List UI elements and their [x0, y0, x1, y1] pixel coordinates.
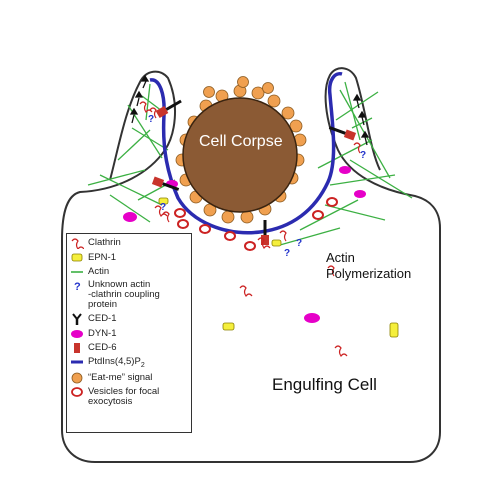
ced-complexes: [151, 99, 357, 245]
legend-label: Clathrin: [88, 237, 121, 248]
corpse-body: [182, 97, 298, 213]
legend-label: DYN-1: [88, 328, 117, 339]
legend-label-sub: 2: [140, 361, 145, 369]
dyn1-proteins: [123, 166, 366, 323]
vesicles: [174, 197, 338, 251]
legend-label-line3: protein: [88, 299, 118, 310]
ced6-icon: [74, 343, 80, 353]
epn1-icon: [71, 253, 83, 262]
corpse-rim-dots: [203, 76, 274, 98]
legend-label: EPN-1: [88, 252, 116, 263]
svg-text:?: ?: [74, 281, 81, 291]
legend: Clathrin EPN-1 Actin ? Unknown actin -cl…: [66, 233, 192, 433]
legend-label: PtdIns(4,5)P2: [88, 357, 188, 371]
engulfing-cell-label: Engulfing Cell: [272, 375, 377, 394]
clathrin-marks: [139, 101, 361, 357]
dyn1-icon: [71, 330, 83, 338]
legend-label-line2: -clathrin coupling: [88, 289, 160, 300]
ptdins-icon: [71, 360, 83, 364]
svg-text:?: ?: [148, 114, 154, 125]
cell-corpse-label: Cell Corpse: [199, 133, 283, 150]
clathrin-icon: [71, 238, 84, 249]
unknown-protein-icon: ?: [74, 281, 81, 291]
legend-label: CED-6: [88, 342, 117, 353]
actin-polymerization-label-line1: Actin: [326, 250, 355, 265]
svg-text:?: ?: [360, 150, 366, 161]
svg-text:?: ?: [296, 238, 302, 249]
ptdins-membrane: [149, 71, 343, 235]
legend-label: Actin: [88, 266, 110, 277]
actin-icon: [71, 271, 83, 273]
actin-polymerization-label-line2: Polymerization: [326, 266, 412, 281]
protrusion-arrows: [129, 74, 370, 146]
svg-text:?: ?: [284, 248, 290, 259]
legend-label: “Eat-me” signal: [88, 372, 153, 383]
eat-me-icon: [71, 372, 83, 384]
actin-network-right: [279, 81, 413, 246]
legend-label: CED-1: [88, 313, 117, 324]
svg-text:?: ?: [160, 202, 166, 213]
legend-label-line1: Unknown actin: [88, 279, 151, 290]
engulfing-cell-outline: [61, 67, 441, 463]
legend-label-main: PtdIns(4,5)P: [88, 356, 141, 367]
legend-label-line1: Vesicles for focal: [88, 386, 160, 397]
vesicle-icon: [71, 387, 83, 397]
epn1-proteins: [158, 197, 399, 338]
ced1-icon: [72, 313, 82, 325]
cell-corpse: [175, 76, 307, 224]
legend-label-line2: exocytosis: [88, 396, 133, 407]
unknown-proteins: ?? ?? ?: [148, 114, 366, 259]
